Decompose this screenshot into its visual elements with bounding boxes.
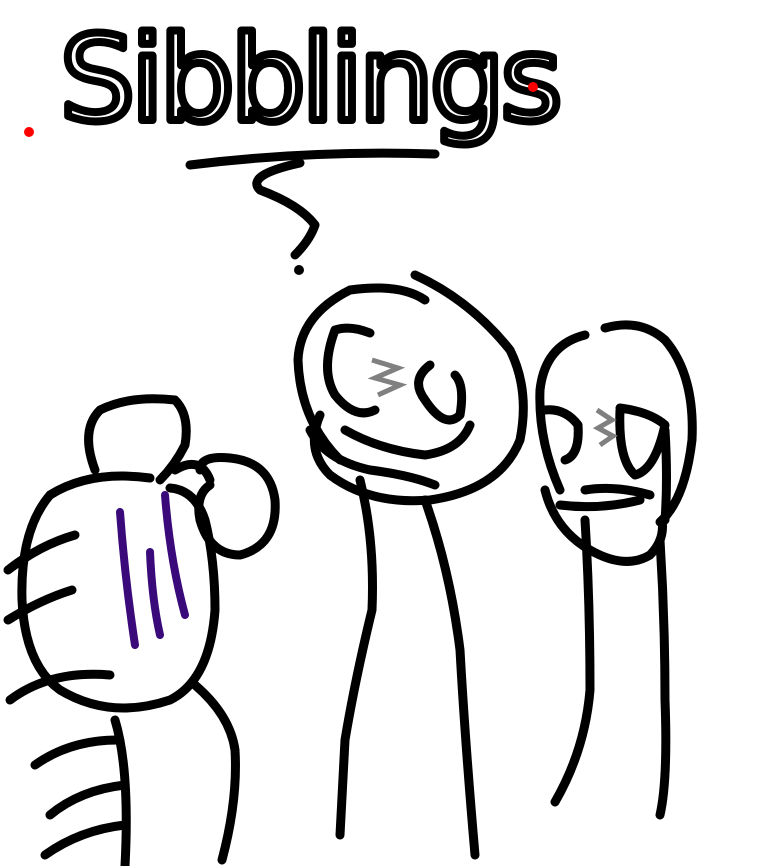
character-right: [535, 320, 697, 820]
red-dot-right: [528, 82, 538, 92]
gray-scribble: [367, 357, 408, 398]
question-mark-dot: [294, 265, 304, 275]
gray-scribble-right: [592, 407, 618, 448]
title-sibblings: Sibblings: [60, 10, 558, 148]
character-left: [3, 394, 280, 866]
red-dot-left: [24, 127, 34, 137]
question-mark: [252, 158, 320, 260]
purple-stripes: [116, 491, 189, 649]
character-middle: [293, 270, 528, 860]
title-underline: [185, 148, 440, 170]
